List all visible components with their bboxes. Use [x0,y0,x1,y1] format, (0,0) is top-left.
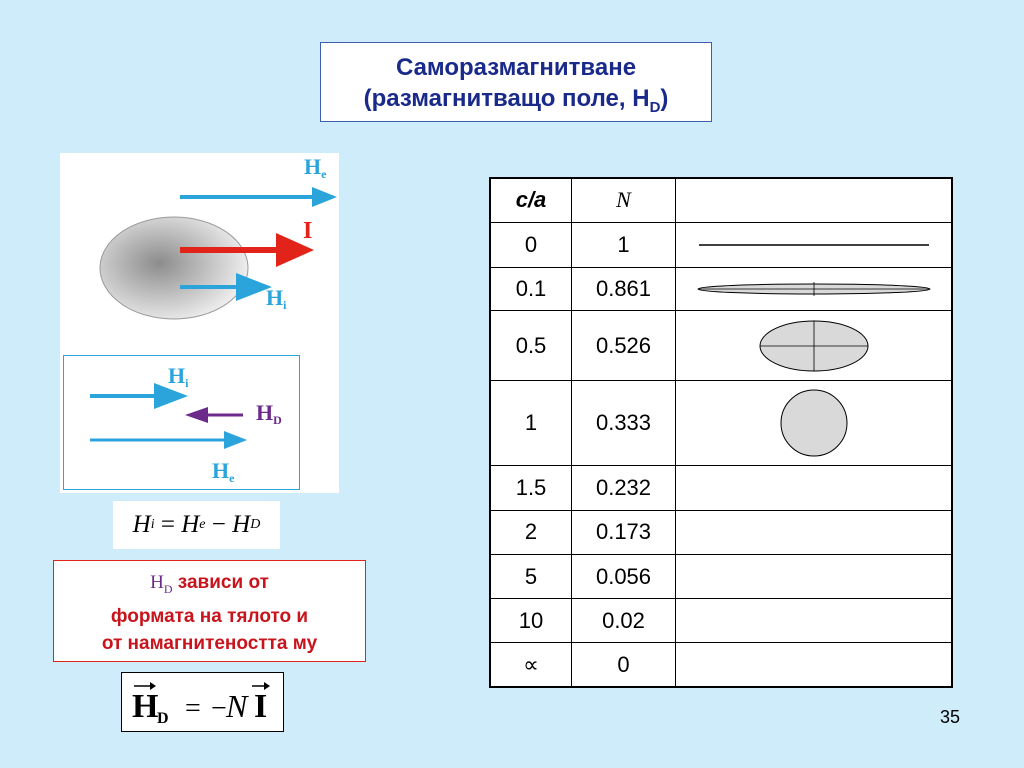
he-arrow-lower [90,431,247,449]
magnetized-body [99,216,249,320]
he-arrow [180,187,337,207]
vector-formula-svg: H D = − N I [132,682,270,727]
table-row: ∝ 0 [489,642,953,688]
table-row: 1.5 0.232 [489,464,953,511]
title-line-2: (размагнитващо поле, HD) [363,85,669,116]
slide-title: Саморазмагнитване (размагнитващо поле, H… [320,42,712,122]
demagnetizing-note: HD зависи от формата на тялото и от нама… [53,560,366,662]
table-header-row: c/a N [489,177,953,223]
hi-label-lower: Hi [168,363,189,390]
shape-thin-ellipse [675,266,953,312]
table-row: 5 0.056 [489,553,953,600]
minus-sign: − [211,693,227,724]
n-factor: N [225,688,249,724]
diagram-panel [60,153,339,493]
shape-line [675,221,953,268]
table-row: 0.1 0.861 [489,266,953,312]
slide-number: 35 [940,707,961,727]
header-shape [675,177,953,223]
he-label: He [304,154,327,181]
hd-vector-symbol: H [132,688,158,725]
hd-label: HD [256,400,282,427]
magnetization-diagram [90,187,337,449]
table-row: 0.5 0.526 [489,309,953,382]
table-row: 2 0.173 [489,509,953,555]
header-ca: c/a [489,177,572,223]
hd-vector-subscript: D [157,710,169,727]
title-line-1: Саморазмагнитване [395,54,637,81]
magnetization-arrow [180,233,314,267]
hi-arrow [180,273,272,301]
table-row: 1 0.333 [489,380,953,466]
shape-circle [675,380,953,466]
hi-arrow-lower [90,383,188,409]
header-n: N [571,177,676,223]
vector-arrow-head-icon [264,682,270,690]
magnetization-label: I [303,218,313,244]
hi-label: Hi [266,285,287,312]
table-row: 10 0.02 [489,598,953,644]
hd-arrow [185,407,243,423]
he-label-lower: He [212,458,235,485]
vector-arrow-head-icon [150,682,156,690]
field-vector-box [63,355,300,490]
i-vector-symbol: I [254,688,267,725]
shape-ellipse [675,309,953,382]
table-row: 0 1 [489,221,953,268]
demagnetizing-field-formula: H D = − N I [121,672,284,732]
demagnetizing-factor-table: c/a N 0 1 0.1 0.861 0.5 0.526 [489,177,953,688]
equals-sign: = [185,693,201,724]
